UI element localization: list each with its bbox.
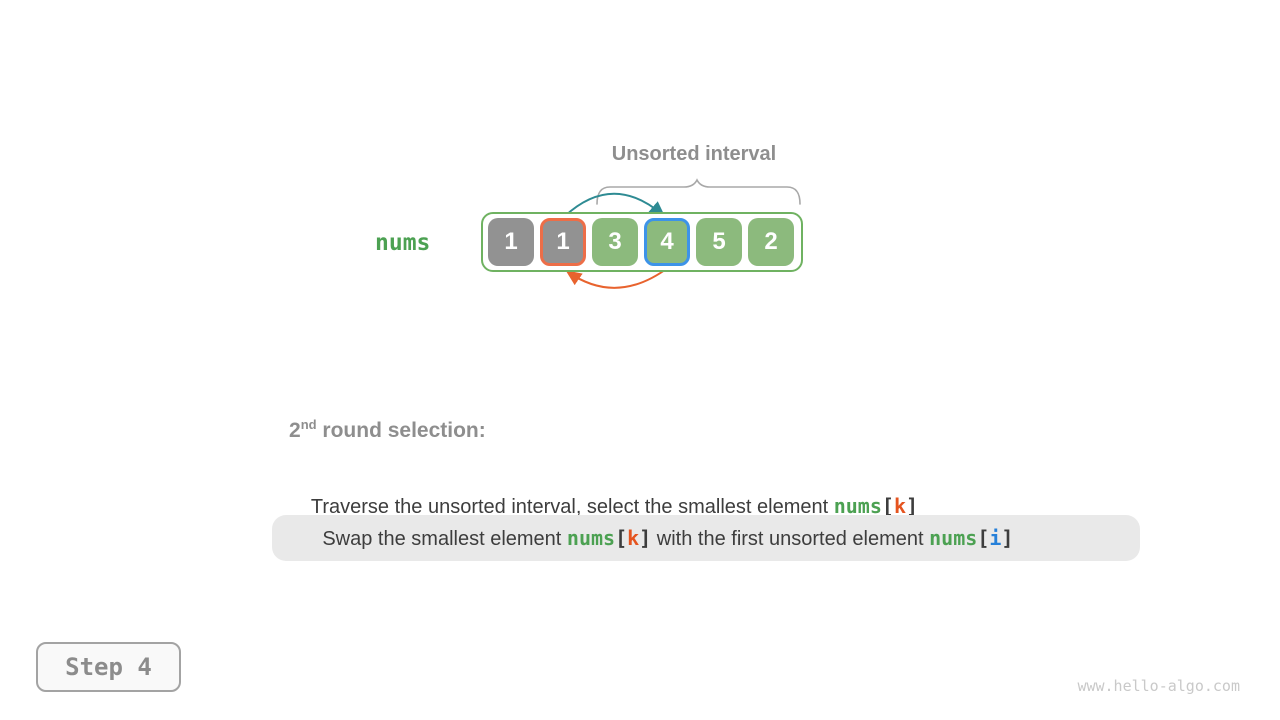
caption-line-swap: Swap the smallest element nums[k] with t… [289, 503, 1013, 574]
unsorted-interval-label: Unsorted interval [611, 143, 777, 165]
caption-line1-text: Traverse the unsorted interval, select t… [310, 496, 834, 518]
array-cell-2: 3 [592, 218, 638, 266]
array-cell-5: 2 [748, 218, 794, 266]
watermark: www.hello-algo.com [1077, 677, 1240, 695]
array-cell-0: 1 [488, 218, 534, 266]
code-index-i: i [989, 525, 1002, 550]
interval-brace-shape [596, 178, 801, 205]
code-bracket-close: ] [639, 525, 652, 550]
code-nums: nums [566, 525, 616, 550]
array-cell-4: 5 [696, 218, 742, 266]
code-nums: nums [833, 494, 882, 518]
caption-line-traverse: Traverse the unsorted interval, select t… [289, 471, 918, 542]
code-index-k: k [627, 525, 640, 550]
round-ordinal-suffix: nd [300, 417, 317, 432]
code-index-k: k [893, 494, 906, 518]
step-badge: Step 4 [36, 642, 181, 692]
array-name-label: nums [375, 230, 431, 256]
code-bracket-open: [ [615, 525, 628, 550]
code-bracket-close: ] [1001, 525, 1014, 550]
code-bracket-close: ] [905, 494, 919, 518]
round-heading-text: round selection: [316, 419, 486, 442]
round-heading: 2nd round selection: [289, 417, 486, 443]
code-bracket-open: [ [881, 494, 894, 518]
array-cell-3-swapped: 4 [644, 218, 690, 266]
array-cell-1-smallest-origin: 1 [540, 218, 586, 266]
round-number: 2 [289, 419, 301, 442]
code-bracket-open: [ [977, 525, 990, 550]
current-step-highlight: Swap the smallest element nums[k] with t… [272, 515, 1140, 561]
caption-line2-text-b: with the first unsorted element [651, 527, 930, 550]
code-nums: nums [929, 525, 978, 550]
array-container: 1 1 3 4 5 2 [481, 212, 803, 272]
caption-line2-text-a: Swap the smallest element [322, 527, 567, 550]
step-badge-label: Step 4 [65, 653, 152, 681]
